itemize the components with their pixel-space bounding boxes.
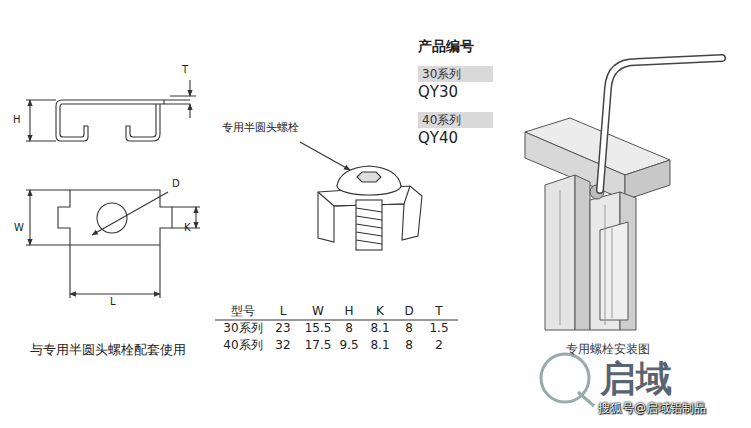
dimension-letter: L — [110, 296, 116, 308]
dimension-letter: W — [14, 222, 24, 234]
heading: 产品编号 — [418, 38, 474, 54]
hex-key — [600, 58, 722, 190]
dimension-letter: H — [13, 114, 21, 126]
top-view — [26, 190, 200, 298]
product-code: QY30 — [418, 84, 458, 101]
side-view — [26, 80, 196, 141]
table-cell: 型号 — [231, 305, 255, 319]
table-cell: 40系列 — [223, 339, 262, 353]
table-cell: 8.1 — [370, 322, 389, 336]
bolt-nut — [300, 142, 422, 250]
table-cell: 8 — [345, 322, 353, 336]
dimension-letter: D — [172, 178, 180, 190]
table-cell: L — [280, 305, 287, 319]
table-cell: W — [312, 305, 324, 319]
table-cell: 8.1 — [370, 339, 389, 353]
table-cell: 30系列 — [223, 322, 262, 336]
part-name: 专用半圆头螺栓 — [222, 122, 299, 135]
figure-caption: 专用螺栓安装图 — [566, 343, 650, 357]
dimension-letter: K — [184, 222, 191, 234]
table-rule — [215, 320, 458, 321]
watermark: 搜狐号@启域铝制品 — [598, 402, 706, 416]
table-cell: T — [435, 305, 442, 319]
table-cell: 2 — [435, 339, 443, 353]
table-cell: 15.5 — [305, 322, 332, 336]
series-band: 40系列 — [418, 112, 493, 128]
table-cell: 1.5 — [429, 322, 448, 336]
product-code: QY40 — [418, 130, 458, 147]
table-cell: K — [376, 305, 384, 319]
note: 与专用半圆头螺栓配套使用 — [30, 343, 186, 358]
watermark-logo — [541, 354, 594, 406]
table-cell: 32 — [275, 339, 290, 353]
watermark: 启域 — [600, 358, 672, 399]
series-band: 30系列 — [418, 66, 493, 82]
series-name: 40系列 — [418, 112, 493, 128]
table-cell: 17.5 — [305, 339, 332, 353]
table-cell: 23 — [275, 322, 290, 336]
table-cell: H — [344, 305, 353, 319]
table-cell: 8 — [405, 322, 413, 336]
table-cell: 8 — [405, 339, 413, 353]
series-name: 30系列 — [418, 66, 493, 82]
dimension-letter: T — [182, 64, 188, 76]
table-cell: D — [404, 305, 413, 319]
profile-assembly — [525, 118, 670, 330]
table-cell: 9.5 — [339, 339, 358, 353]
